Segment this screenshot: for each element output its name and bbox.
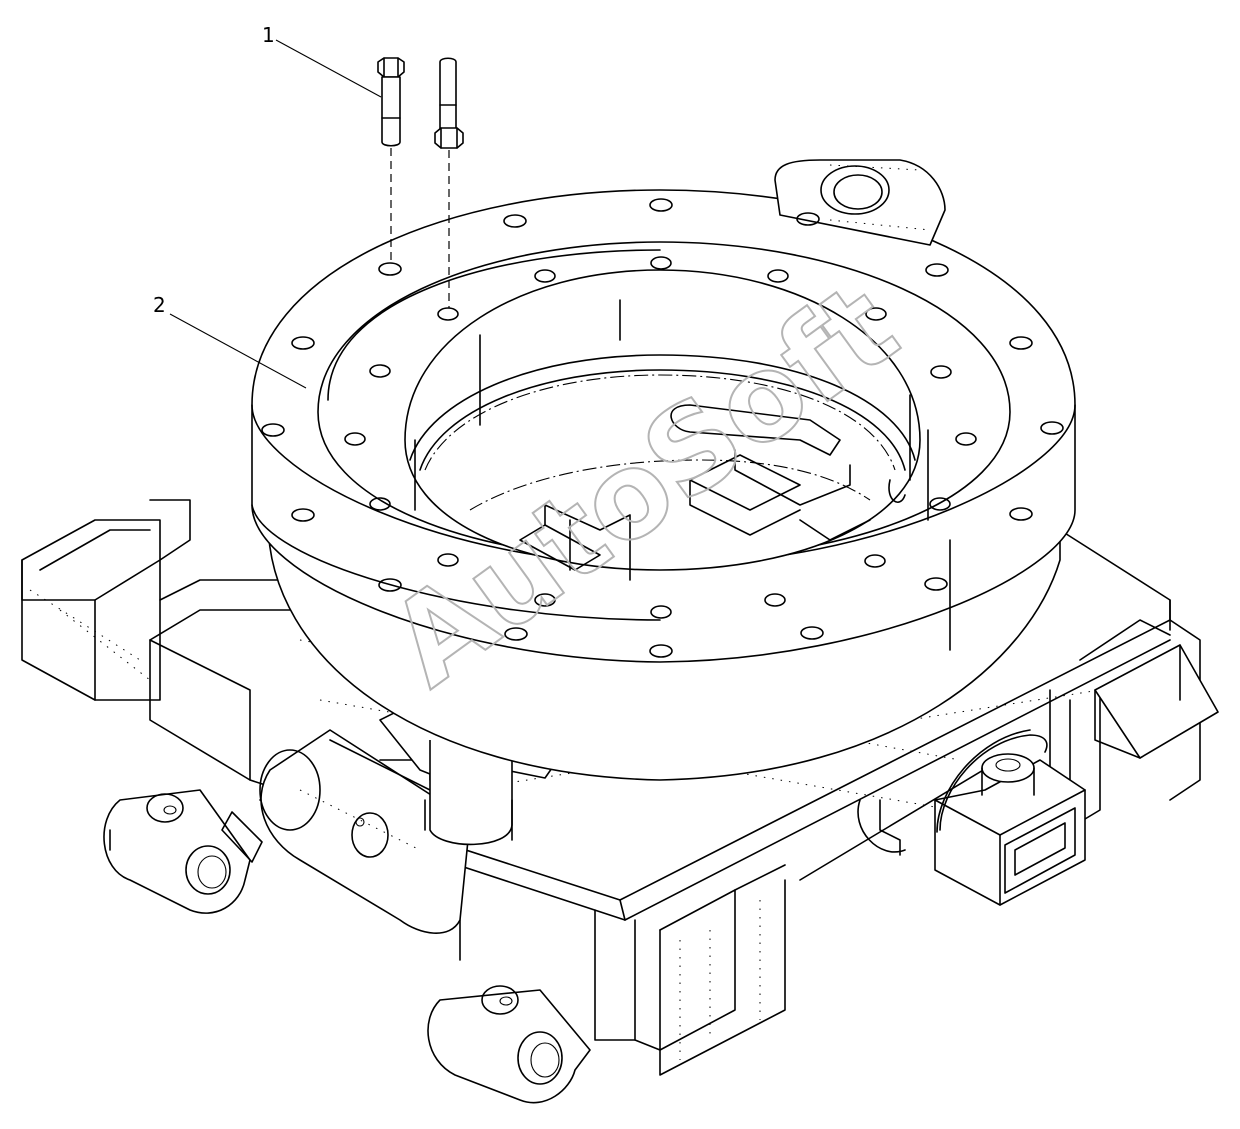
callout-1: 1 [262, 23, 382, 98]
left-mounting-lug [103, 789, 263, 914]
right-side-bracket [857, 729, 1086, 906]
bolt-outer-row [377, 57, 405, 262]
front-mounting-lug [427, 985, 591, 1104]
bolt-inner-row [434, 57, 464, 308]
inner-bolt-hole-row [344, 256, 977, 619]
outer-bolt-hole-row [261, 198, 1064, 658]
callout-2-label: 2 [153, 293, 166, 317]
turntable-bearing-ring [251, 159, 1076, 781]
callout-1-label: 1 [262, 23, 275, 47]
callout-2: 2 [153, 293, 307, 389]
